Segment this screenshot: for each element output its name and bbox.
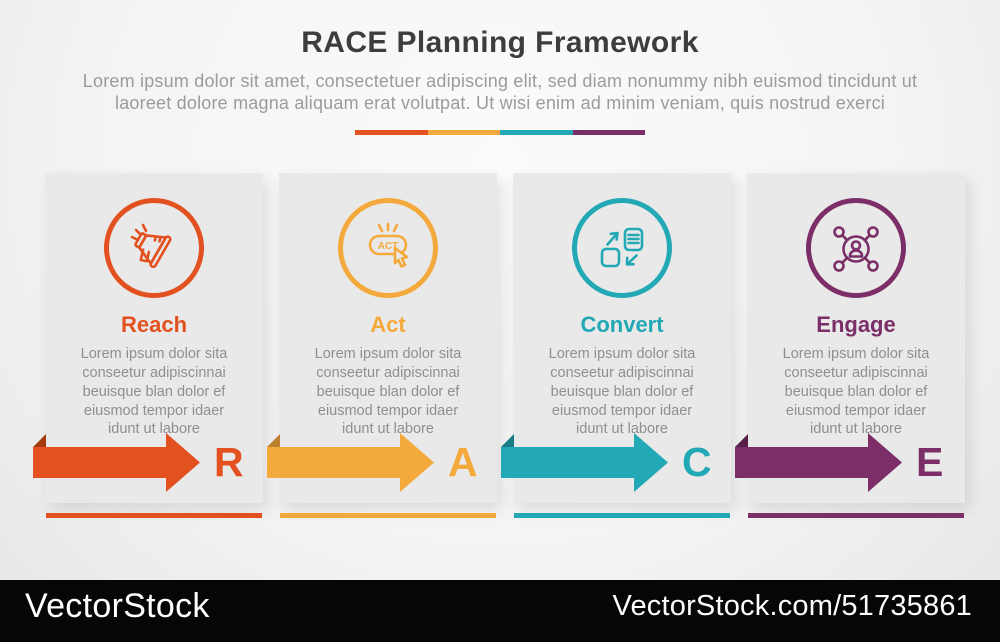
vectorstock-logo: VectorStock bbox=[25, 586, 210, 625]
engage-arrow: E bbox=[735, 431, 943, 494]
arrow-letter: C bbox=[682, 439, 712, 485]
divider-segment-reach bbox=[355, 130, 428, 135]
engage-icon-circle bbox=[806, 198, 906, 298]
card-convert: Convert Lorem ipsum dolor sita conseetur… bbox=[501, 173, 731, 518]
arrow-right-icon bbox=[735, 433, 902, 492]
vectorstock-credit: VectorStock.com/51735861 bbox=[612, 589, 972, 622]
card-reach: Reach Lorem ipsum dolor sita conseetur a… bbox=[33, 173, 263, 518]
act-button-label: ACT bbox=[378, 241, 399, 252]
card-body: Lorem ipsum dolor sita conseetur adipisc… bbox=[782, 346, 930, 438]
page-title: RACE Planning Framework bbox=[301, 26, 699, 59]
divider-segment-act bbox=[427, 130, 500, 135]
arrow-right-icon bbox=[33, 433, 200, 492]
reach-arrow: R bbox=[33, 431, 244, 494]
card-title: Reach bbox=[120, 312, 188, 337]
card-underline bbox=[46, 513, 262, 518]
card-underline bbox=[748, 513, 964, 518]
act-icon-circle: ACT bbox=[338, 198, 438, 298]
card-body: Lorem ipsum dolor sita conseetur adipisc… bbox=[80, 346, 228, 438]
card-act: ACT Act Lorem ipsum dolor sita conseetur… bbox=[267, 173, 497, 518]
card-underline bbox=[280, 513, 496, 518]
cards-row: Reach Lorem ipsum dolor sita conseetur a… bbox=[33, 173, 965, 518]
watermark-bar: VectorStock VectorStock.com/51735861 bbox=[0, 580, 1000, 642]
act-arrow: A bbox=[267, 431, 478, 494]
card-title: Act bbox=[370, 312, 406, 337]
engage-network-icon bbox=[833, 226, 879, 272]
page-subtitle: Lorem ipsum dolor sit amet, consectetuer… bbox=[82, 71, 918, 113]
card-underline bbox=[514, 513, 730, 518]
act-click-icon: ACT bbox=[368, 222, 409, 268]
color-divider bbox=[355, 130, 645, 135]
header: RACE Planning Framework Lorem ipsum dolo… bbox=[0, 0, 1000, 114]
reach-icon-circle bbox=[104, 198, 204, 298]
arrow-right-icon bbox=[501, 433, 668, 492]
divider-segment-engage bbox=[572, 130, 645, 135]
card-title: Engage bbox=[816, 312, 896, 337]
card-body: Lorem ipsum dolor sita conseetur adipisc… bbox=[548, 346, 696, 438]
arrow-right-icon bbox=[267, 433, 434, 492]
arrow-letter: E bbox=[916, 439, 944, 485]
arrow-letter: A bbox=[448, 439, 478, 485]
card-body: Lorem ipsum dolor sita conseetur adipisc… bbox=[314, 346, 462, 438]
card-engage: Engage Lorem ipsum dolor sita conseetur … bbox=[735, 173, 965, 518]
card-title: Convert bbox=[580, 312, 664, 337]
convert-icon-circle bbox=[572, 198, 672, 298]
divider-segment-convert bbox=[500, 130, 573, 135]
megaphone-icon bbox=[130, 223, 172, 269]
convert-exchange-icon bbox=[600, 227, 644, 268]
arrow-letter: R bbox=[214, 439, 244, 485]
convert-arrow: C bbox=[501, 431, 712, 494]
